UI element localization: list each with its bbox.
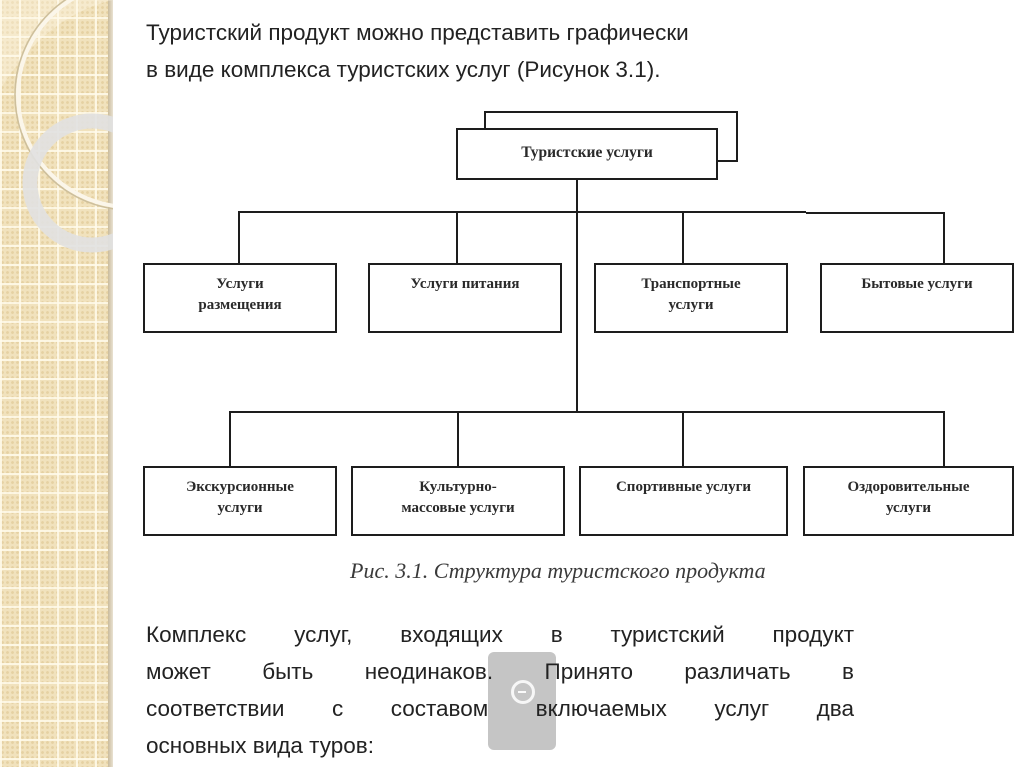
intro-paragraph: Туристский продукт можно представить гра… (146, 14, 866, 88)
row2-box-excursion: Экскурсионные услуги (143, 466, 337, 536)
root-label: Туристские услуги (521, 144, 653, 161)
box-label: Культурно- (419, 479, 497, 495)
box-label: услуги (217, 500, 263, 516)
row2-box-sport: Спортивные услуги (579, 466, 788, 536)
deco-ring-large (16, 0, 113, 208)
zoom-out-icon (511, 680, 535, 704)
deco-ring-small (22, 113, 113, 253)
row2-drop (229, 411, 231, 466)
intro-line: Туристский продукт можно представить гра… (146, 20, 689, 45)
row1-drop (456, 211, 458, 263)
box-label: Экскурсионные (186, 479, 294, 495)
row2-box-cultural: Культурно- массовые услуги (351, 466, 565, 536)
sidebar-edge (108, 0, 113, 767)
row1-box-food: Услуги питания (368, 263, 562, 333)
row2-box-health: Оздоровительные услуги (803, 466, 1014, 536)
box-label: Транспортные (641, 276, 741, 292)
box-label: услуги (668, 297, 714, 313)
row1-drop (943, 212, 945, 263)
box-label: массовые услуги (401, 500, 515, 516)
decorative-rings (0, 0, 113, 253)
row1-box-accommodation: Услуги размещения (143, 263, 337, 333)
intro-line: в виде комплекса туристских услуг (Рисун… (146, 57, 661, 82)
box-label: Услуги питания (410, 276, 520, 292)
deco-arc-fill (0, 0, 113, 90)
row1-connector (238, 211, 806, 213)
row1-connector-right (806, 212, 944, 214)
row1-box-household: Бытовые услуги (820, 263, 1014, 333)
row2-connector (229, 411, 945, 413)
row1-drop (682, 211, 684, 263)
trunk-line (576, 180, 578, 412)
box-label: Бытовые услуги (861, 276, 973, 292)
figure-caption: Рис. 3.1. Структура туристского продукта (350, 558, 766, 583)
body-line: основных вида туров: (146, 733, 374, 758)
body-line: соответствии с составом включаемых услуг… (146, 696, 854, 721)
box-label: Спортивные услуги (615, 479, 752, 495)
root-box: Туристские услуги (456, 128, 718, 180)
row1-box-transport: Транспортные услуги (594, 263, 788, 333)
row1-drop (238, 211, 240, 263)
row2-drop (457, 411, 459, 466)
row2-drop (682, 411, 684, 466)
body-line: может быть неодинаков. Принято различать… (146, 659, 854, 684)
body-paragraph: Комплекс услуг, входящих в туристский пр… (146, 616, 854, 764)
box-label: услуги (885, 500, 932, 516)
box-label: размещения (198, 297, 282, 313)
deco-ring-large-shadow (14, 0, 113, 210)
box-label: Услуги (216, 276, 264, 292)
body-line: Комплекс услуг, входящих в туристский пр… (146, 622, 854, 647)
minus-icon (518, 691, 526, 693)
zoom-out-button[interactable] (488, 652, 556, 750)
row2-drop (943, 411, 945, 466)
box-label: Оздоровительные (847, 479, 970, 495)
